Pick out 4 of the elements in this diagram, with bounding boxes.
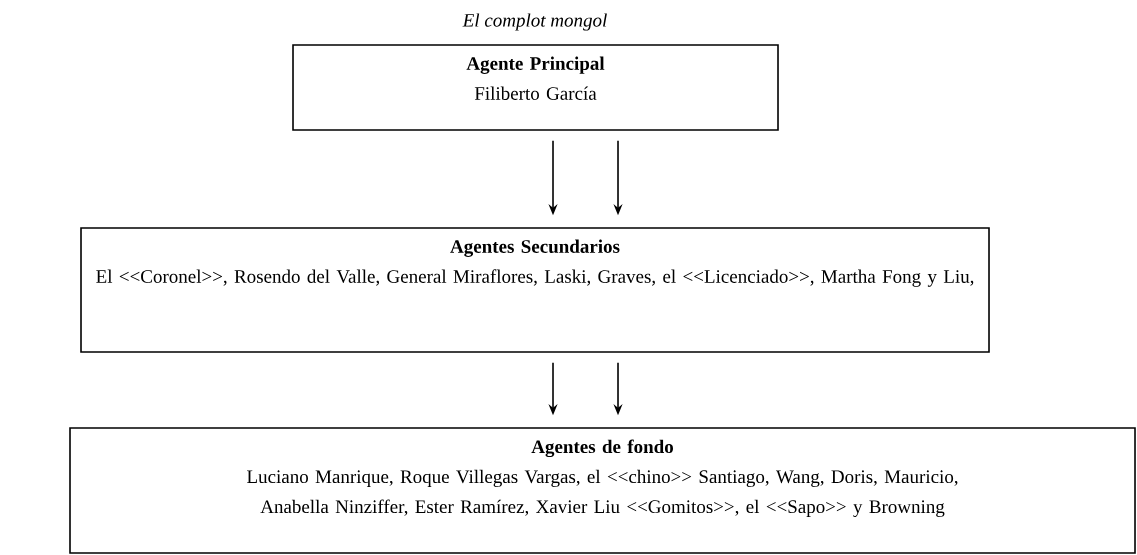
agent-box: Agentes Secundarios El <<Coronel>>, Rosendo del Valle, General Miraflores, Laski, Graves, el <<Licenciado>>, Martha Fong y Liu, [80, 227, 990, 353]
agent-box: Agentes de fondo Luciano Manrique, Roque Villegas Vargas, el <<chino>> Santiago, Wang, Doris, Mauricio, Anabella Ninziffer, Ester Ramírez, Xavier Liu <<Gomitos>>, el <<Sapo>> y Browning [69, 427, 1136, 554]
agent-box: Agente Principal Filiberto García [292, 44, 779, 131]
diagram-title: El complot mongol [462, 13, 607, 31]
